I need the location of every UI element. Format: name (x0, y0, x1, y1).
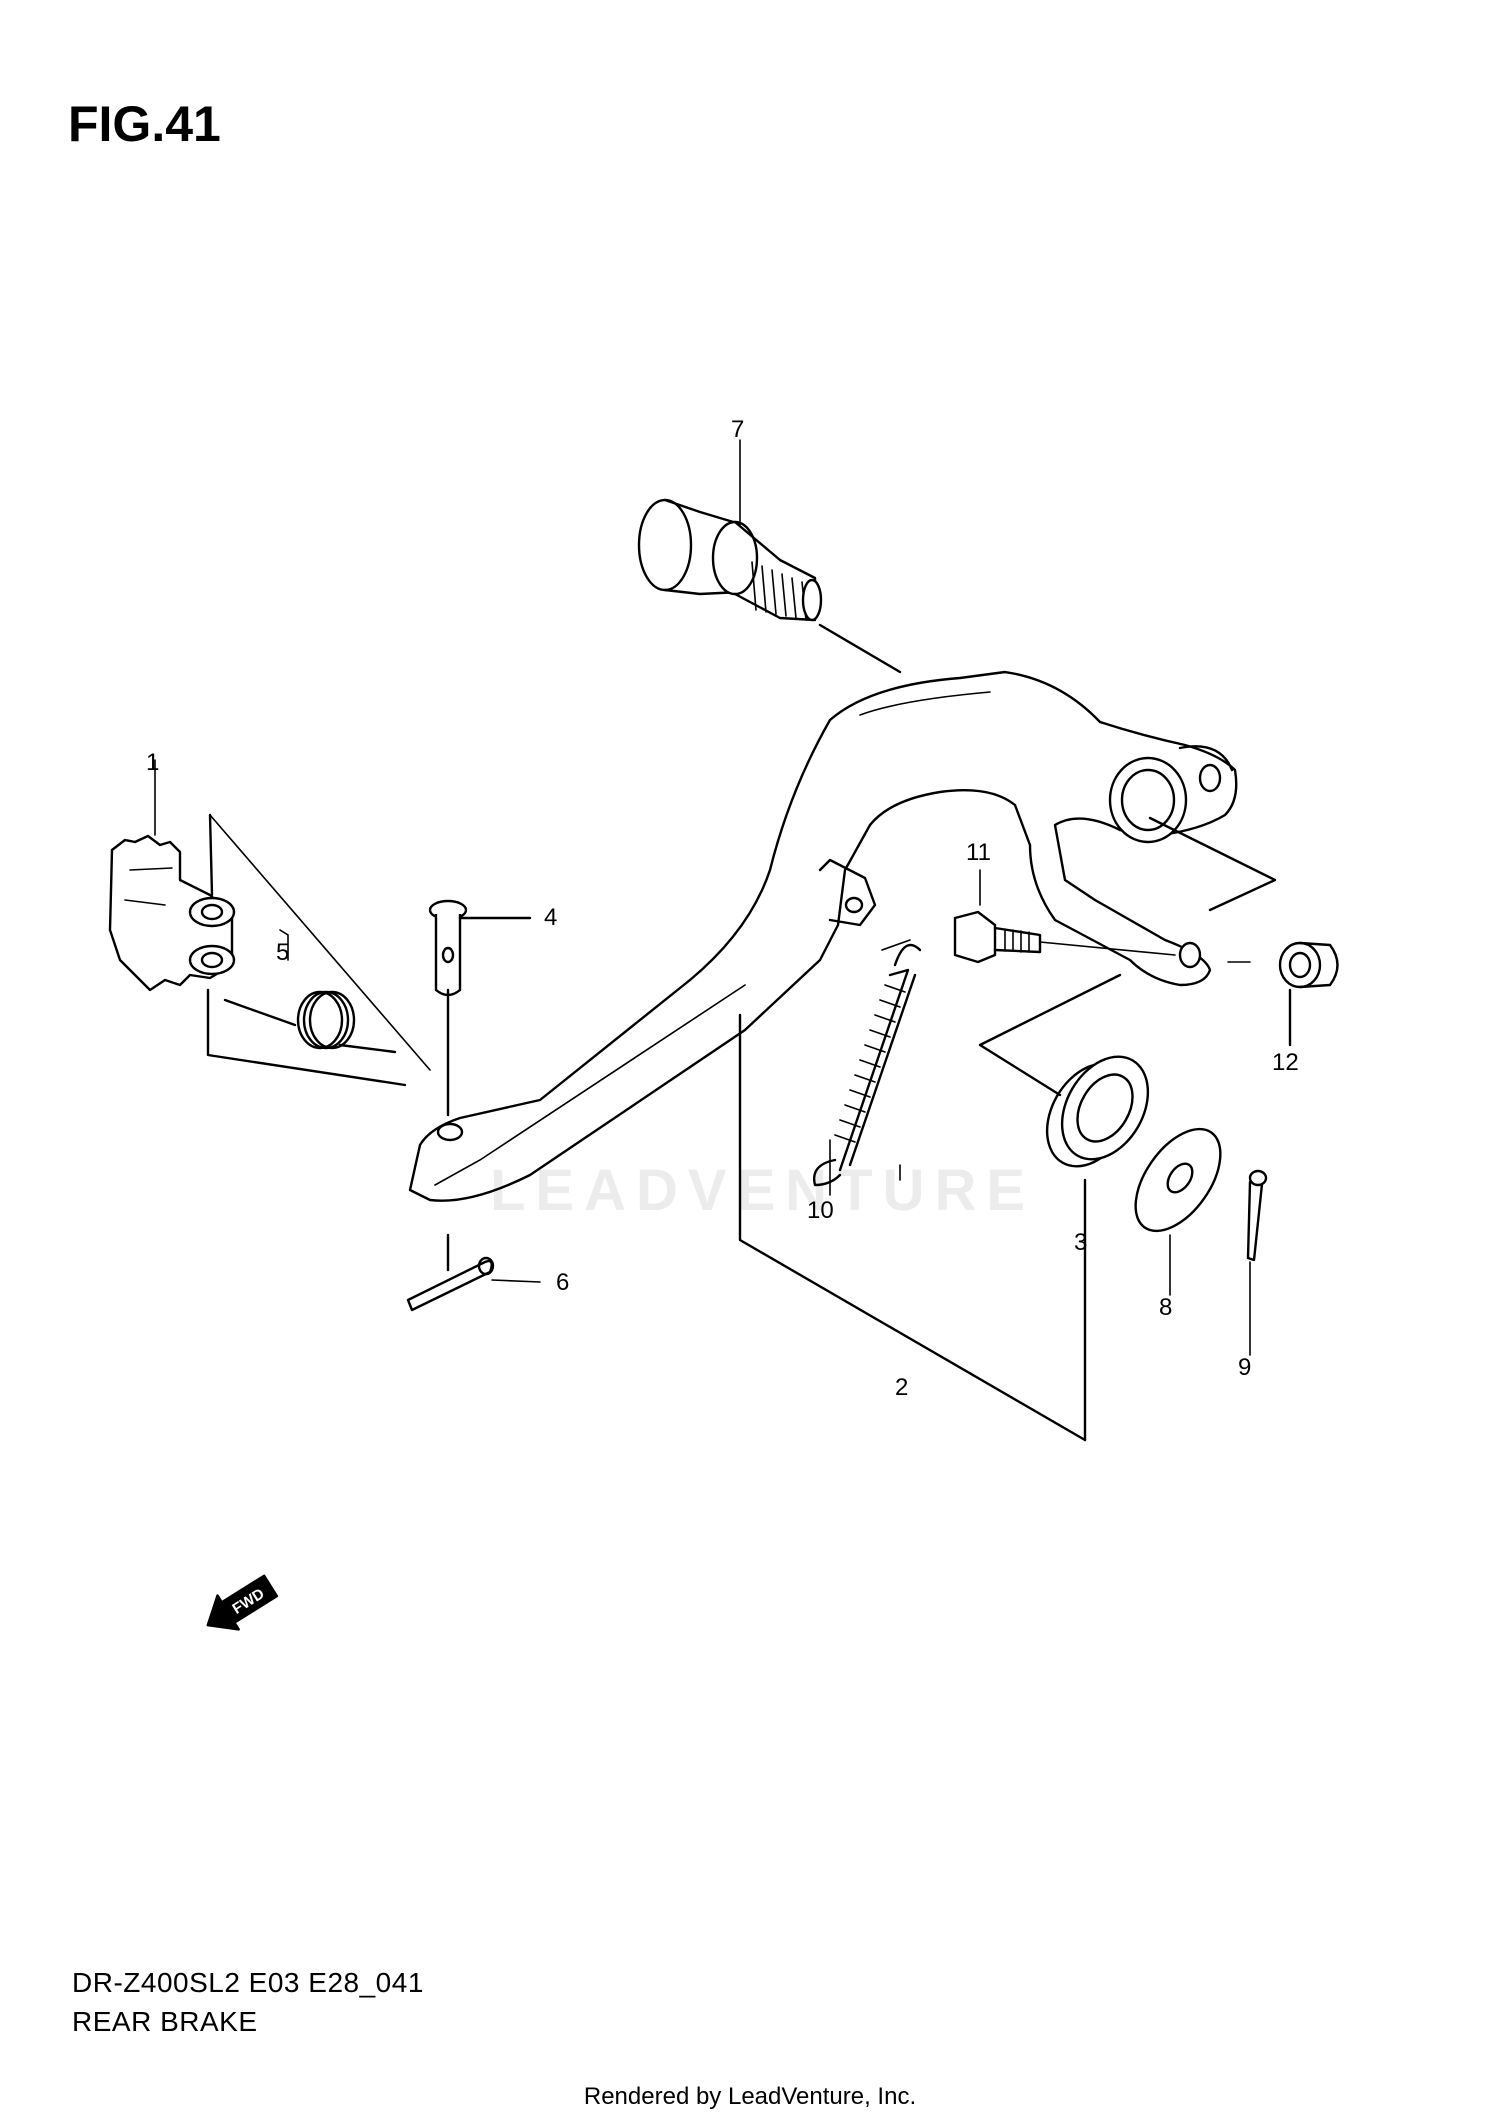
brake-pedal-drawing (408, 670, 1238, 1202)
cotter-pin-6-drawing (406, 1256, 495, 1312)
cotter-pin-9-drawing (1246, 1169, 1268, 1262)
clevis-pin-drawing (428, 899, 468, 997)
callout-9: 9 (1238, 1354, 1251, 1381)
callout-11: 11 (966, 839, 991, 866)
callout-3: 3 (1074, 1229, 1087, 1256)
callout-5: 5 (276, 939, 289, 966)
model-code: DR-Z400SL2 E03 E28_041 (72, 1967, 424, 1998)
pivot-bolt-drawing (637, 498, 823, 622)
callout-6: 6 (556, 1269, 569, 1296)
callout-10: 10 (807, 1197, 834, 1224)
section-name: REAR BRAKE (72, 2006, 258, 2037)
oil-seal-drawing (1045, 1055, 1150, 1168)
torsion-spring-drawing (223, 990, 397, 1054)
callout-8: 8 (1159, 1294, 1172, 1321)
callout-2: 2 (895, 1374, 908, 1401)
bolt-11-drawing (953, 910, 1042, 964)
render-credit: Rendered by LeadVenture, Inc. (583, 2083, 917, 2110)
callout-7: 7 (731, 416, 744, 443)
assembly-leader-lines (154, 439, 1292, 1442)
adjuster-drawing (108, 834, 236, 992)
bushing-drawing (1278, 941, 1339, 989)
fwd-arrow: FWD (206, 1574, 279, 1631)
washer-drawing (1134, 1127, 1222, 1233)
figure-title: FIG.41 (68, 96, 221, 152)
callout-1: 1 (146, 749, 159, 776)
callout-labels: 1 2 3 4 5 6 7 8 9 10 11 12 (146, 416, 1299, 1401)
return-spring-drawing (813, 943, 922, 1187)
callout-4: 4 (544, 904, 557, 931)
watermark-text: LEADVENTURE (490, 1158, 1035, 1223)
callout-12: 12 (1272, 1049, 1299, 1076)
